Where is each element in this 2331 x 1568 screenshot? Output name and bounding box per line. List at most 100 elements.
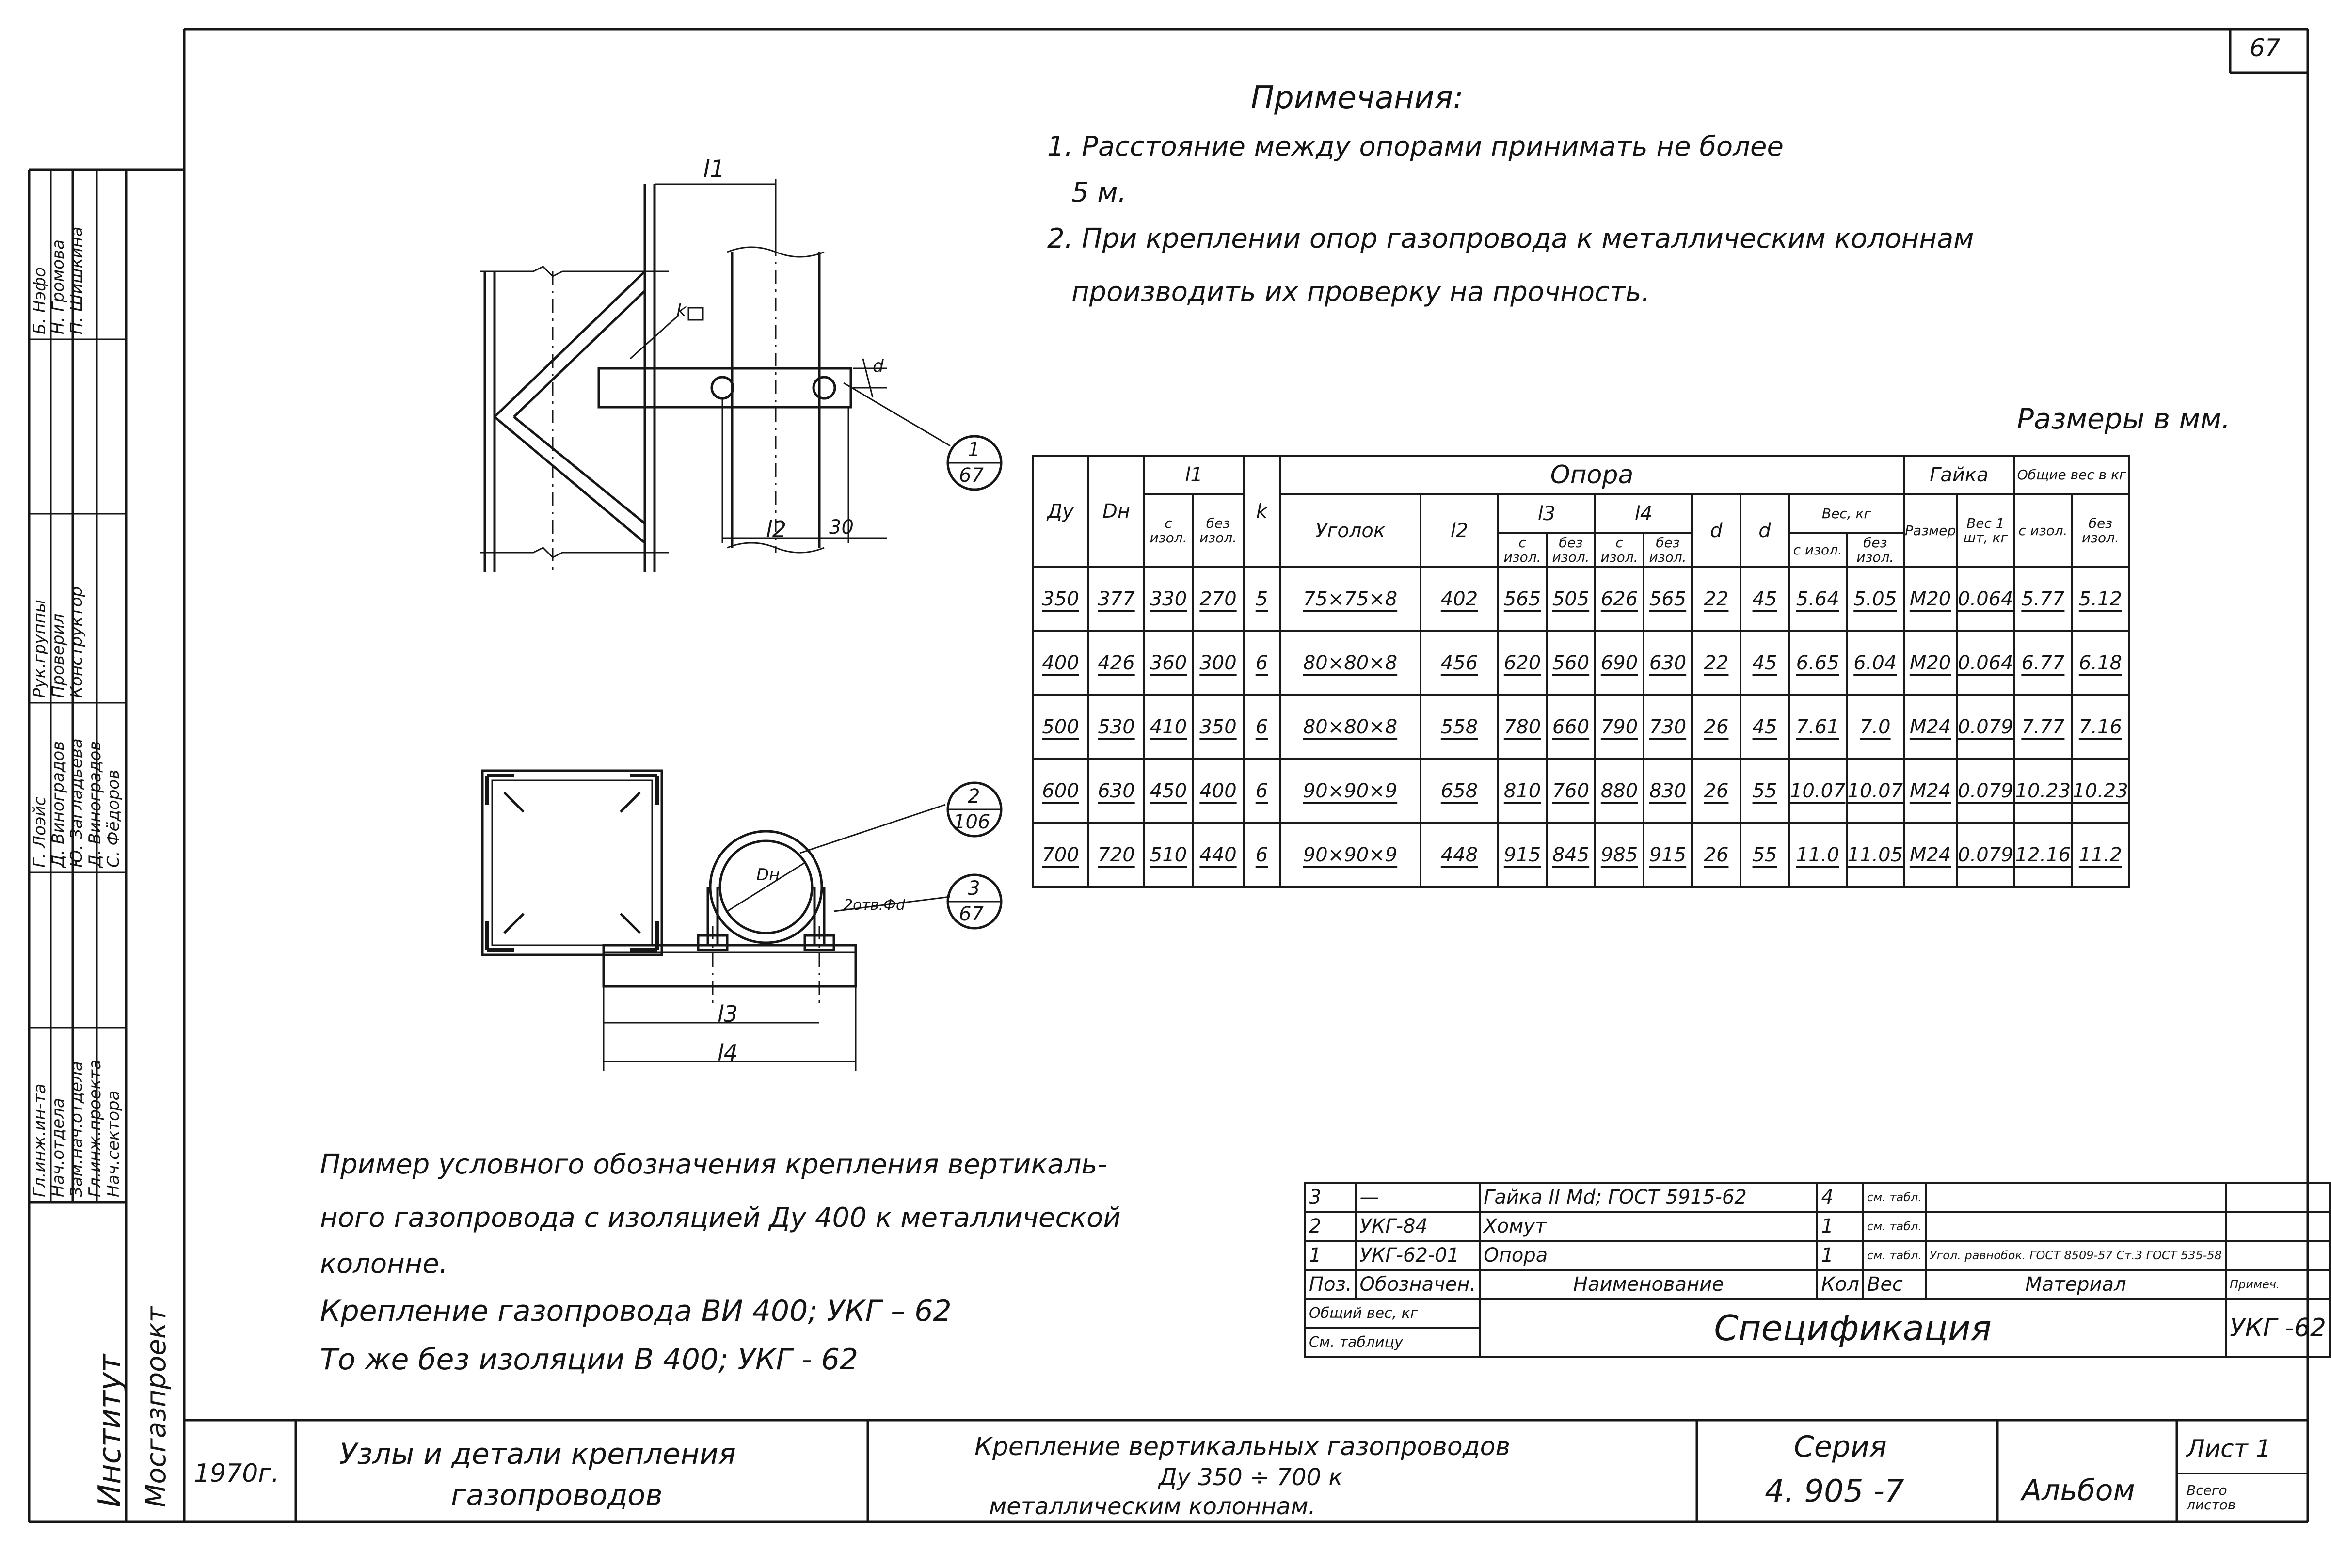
dim-cell: 6 [1243,758,1281,824]
tb-series-value: 4. 905 -7 [1765,1473,1904,1509]
callout-3-num: 3 [968,877,980,900]
dim-cell: 6 [1243,630,1281,696]
spec-cell-note [2224,1182,2331,1213]
dim-cell: 377 [1087,566,1145,632]
dim-cell: 0.079 [1956,694,2015,760]
dim-cell: 7.77 [2013,694,2073,760]
units-note: Размеры в мм. [2017,402,2231,435]
dim-cell: М20 [1903,630,1958,696]
col-ves-with: с изол. [1788,532,1848,568]
spec-cell-weight: см. табл. [1862,1211,1927,1242]
stamp-name-2: Д. Виноградов [48,741,68,868]
dim-cell: 658 [1420,758,1499,824]
dim-cell: 11.2 [2071,822,2130,888]
dim-cell: 22 [1691,630,1741,696]
dim-cell: М24 [1903,758,1958,824]
spec-title: Спецификация [1479,1298,2227,1358]
dim-cell: 45 [1740,566,1790,632]
stamp-role-7: Проверил [48,613,68,698]
col-ugolok: Уголок [1279,493,1421,568]
spec-h-note: Примеч. [2224,1269,2331,1300]
tb-sheet-label: Лист 1 [2187,1435,2271,1463]
spec-h-pos: Поз. [1304,1269,1357,1300]
dim-cell: 270 [1192,566,1245,632]
dim-cell: 300 [1192,630,1245,696]
dim-cell: 630 [1643,630,1693,696]
tb-total-sheets: Всего листов [2187,1482,2236,1513]
stamp-name-5: С. Фёдоров [104,769,123,868]
dim-cell: 810 [1497,758,1548,824]
spec-h-weight: Вес [1862,1269,1927,1300]
col-d-small: d [1691,493,1741,568]
group-total-weight: Общие вес в кг [2013,455,2130,495]
dim-cell: 505 [1546,566,1596,632]
dim-cell: 6.04 [1845,630,1905,696]
spec-cell-weight: см. табл. [1862,1240,1927,1271]
dim-cell: 730 [1643,694,1693,760]
spec-doc-code: УКГ -62 [2224,1298,2331,1358]
example-line-3: колонне. [320,1248,448,1280]
label-l2: l2 [766,516,787,542]
dim-cell: 402 [1420,566,1499,632]
stamp-name-8: П. Шишкина [67,226,86,334]
dim-cell: 90×90×9 [1279,822,1421,888]
dim-cell: 790 [1594,694,1644,760]
col-razmer: Размер [1903,493,1958,568]
spec-cell-code: — [1355,1182,1481,1213]
spec-cell-note [2224,1211,2331,1242]
dim-cell: 450 [1143,758,1194,824]
col-l3-without: без изол. [1546,532,1596,568]
col-l4-with: с изол. [1594,532,1644,568]
spec-h-name: Наименование [1479,1269,1819,1300]
dim-cell: 500 [1032,694,1089,760]
org-name-2: Мосгазпроект [141,1306,172,1507]
spec-cell-pos: 3 [1304,1182,1357,1213]
dim-cell: 660 [1546,694,1596,760]
dim-cell: 26 [1691,822,1741,888]
tb-album-title-2: газопроводов [451,1478,663,1512]
stamp-name-4: Д. Виноградов [85,741,105,868]
spec-cell-weight: см. табл. [1862,1182,1927,1213]
label-dn: Dн [756,865,780,885]
col-l2: l2 [1420,493,1499,568]
dim-cell: 690 [1594,630,1644,696]
stamp-role-6: Рук.группы [30,600,49,698]
col-l3: l3 [1497,493,1596,534]
dim-cell: 560 [1546,630,1596,696]
dim-cell: 720 [1087,822,1145,888]
dim-cell: 0.064 [1956,566,2015,632]
dim-cell: 6.18 [2071,630,2130,696]
dim-cell: 630 [1087,758,1145,824]
dim-cell: М24 [1903,822,1958,888]
dim-cell: 565 [1643,566,1693,632]
dim-cell: 11.05 [1845,822,1905,888]
label-l4: l4 [718,1040,738,1066]
label-30: 30 [829,516,854,539]
spec-cell-code: УКГ-84 [1355,1211,1481,1242]
dim-cell: 830 [1643,758,1693,824]
dim-cell: 5.77 [2013,566,2073,632]
example-line-2: ного газопровода с изоляцией Ду 400 к ме… [320,1202,1121,1234]
dim-cell: 11.0 [1788,822,1848,888]
dim-cell: 985 [1594,822,1644,888]
col-l4: l4 [1594,493,1693,534]
label-bolt-holes: 2отв.Фd [844,897,906,914]
dim-cell: 350 [1192,694,1245,760]
dim-cell: 456 [1420,630,1499,696]
dim-cell: 26 [1691,694,1741,760]
dimension-table: Ду Dн l1 k Опора Гайка Общие вес в кг с … [1032,455,2130,888]
spec-cell-name: Опора [1479,1240,1819,1271]
note-line-3: 2. При креплении опор газопровода к мета… [1047,223,1974,254]
callout-1-num: 1 [968,439,980,461]
dim-cell: 360 [1143,630,1194,696]
col-dn: Dн [1087,455,1145,568]
tb-sheet-title-1: Крепление вертикальных газопроводов [974,1432,1511,1461]
example-line-4: Крепление газопровода ВИ 400; УКГ – 62 [320,1294,952,1328]
dim-cell: 0.064 [1956,630,2015,696]
dim-cell: 6 [1243,694,1281,760]
dim-cell: 22 [1691,566,1741,632]
page-number: 67 [2250,34,2281,62]
